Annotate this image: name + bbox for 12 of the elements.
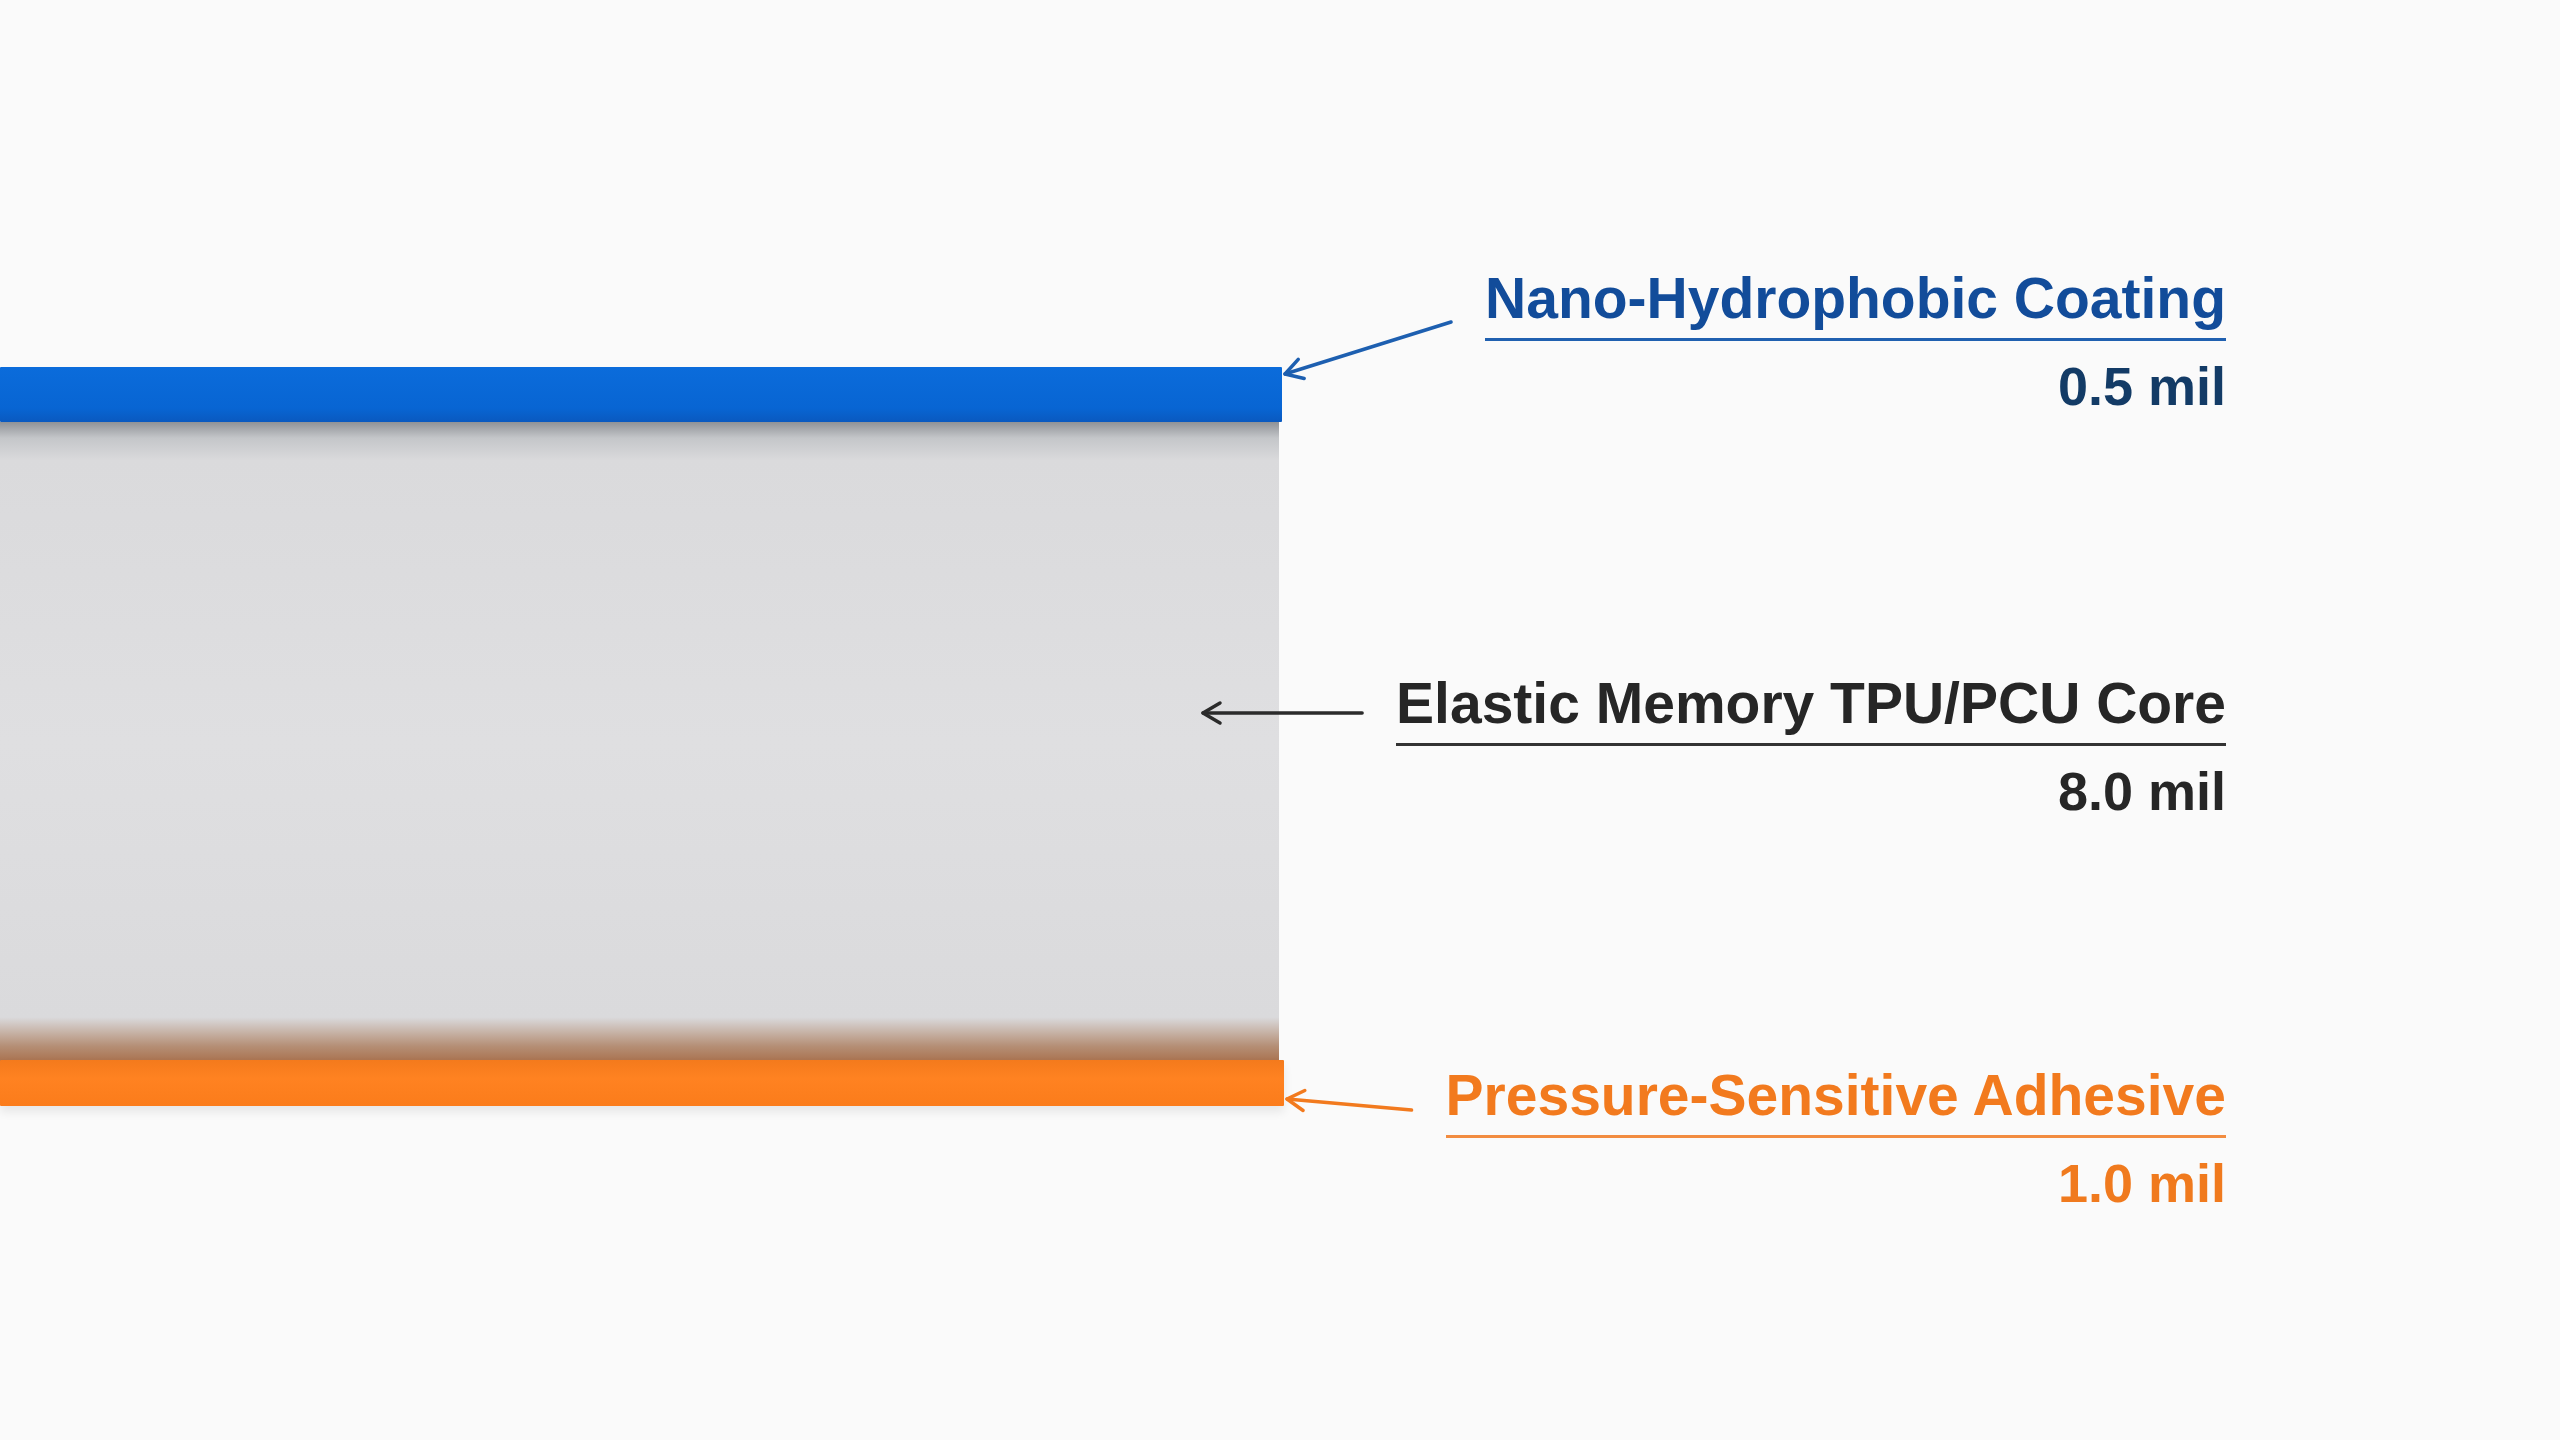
layer-name: Nano-Hydrophobic Coating	[1485, 264, 2226, 342]
layer-name: Elastic Memory TPU/PCU Core	[1396, 669, 2226, 747]
leader-arrow	[1201, 701, 1364, 725]
coating-layer	[0, 367, 1282, 422]
leader-arrow	[1283, 320, 1453, 381]
leader-arrow	[1285, 1088, 1414, 1113]
thickness-value: 0.5 mil	[2057, 355, 2226, 419]
core-layer	[0, 422, 1279, 1062]
adhesive-layer	[0, 1060, 1284, 1106]
thickness-value: 1.0 mil	[2057, 1152, 2226, 1216]
layer-name: Pressure-Sensitive Adhesive	[1445, 1061, 2226, 1139]
thickness-value: 8.0 mil	[2057, 760, 2226, 824]
